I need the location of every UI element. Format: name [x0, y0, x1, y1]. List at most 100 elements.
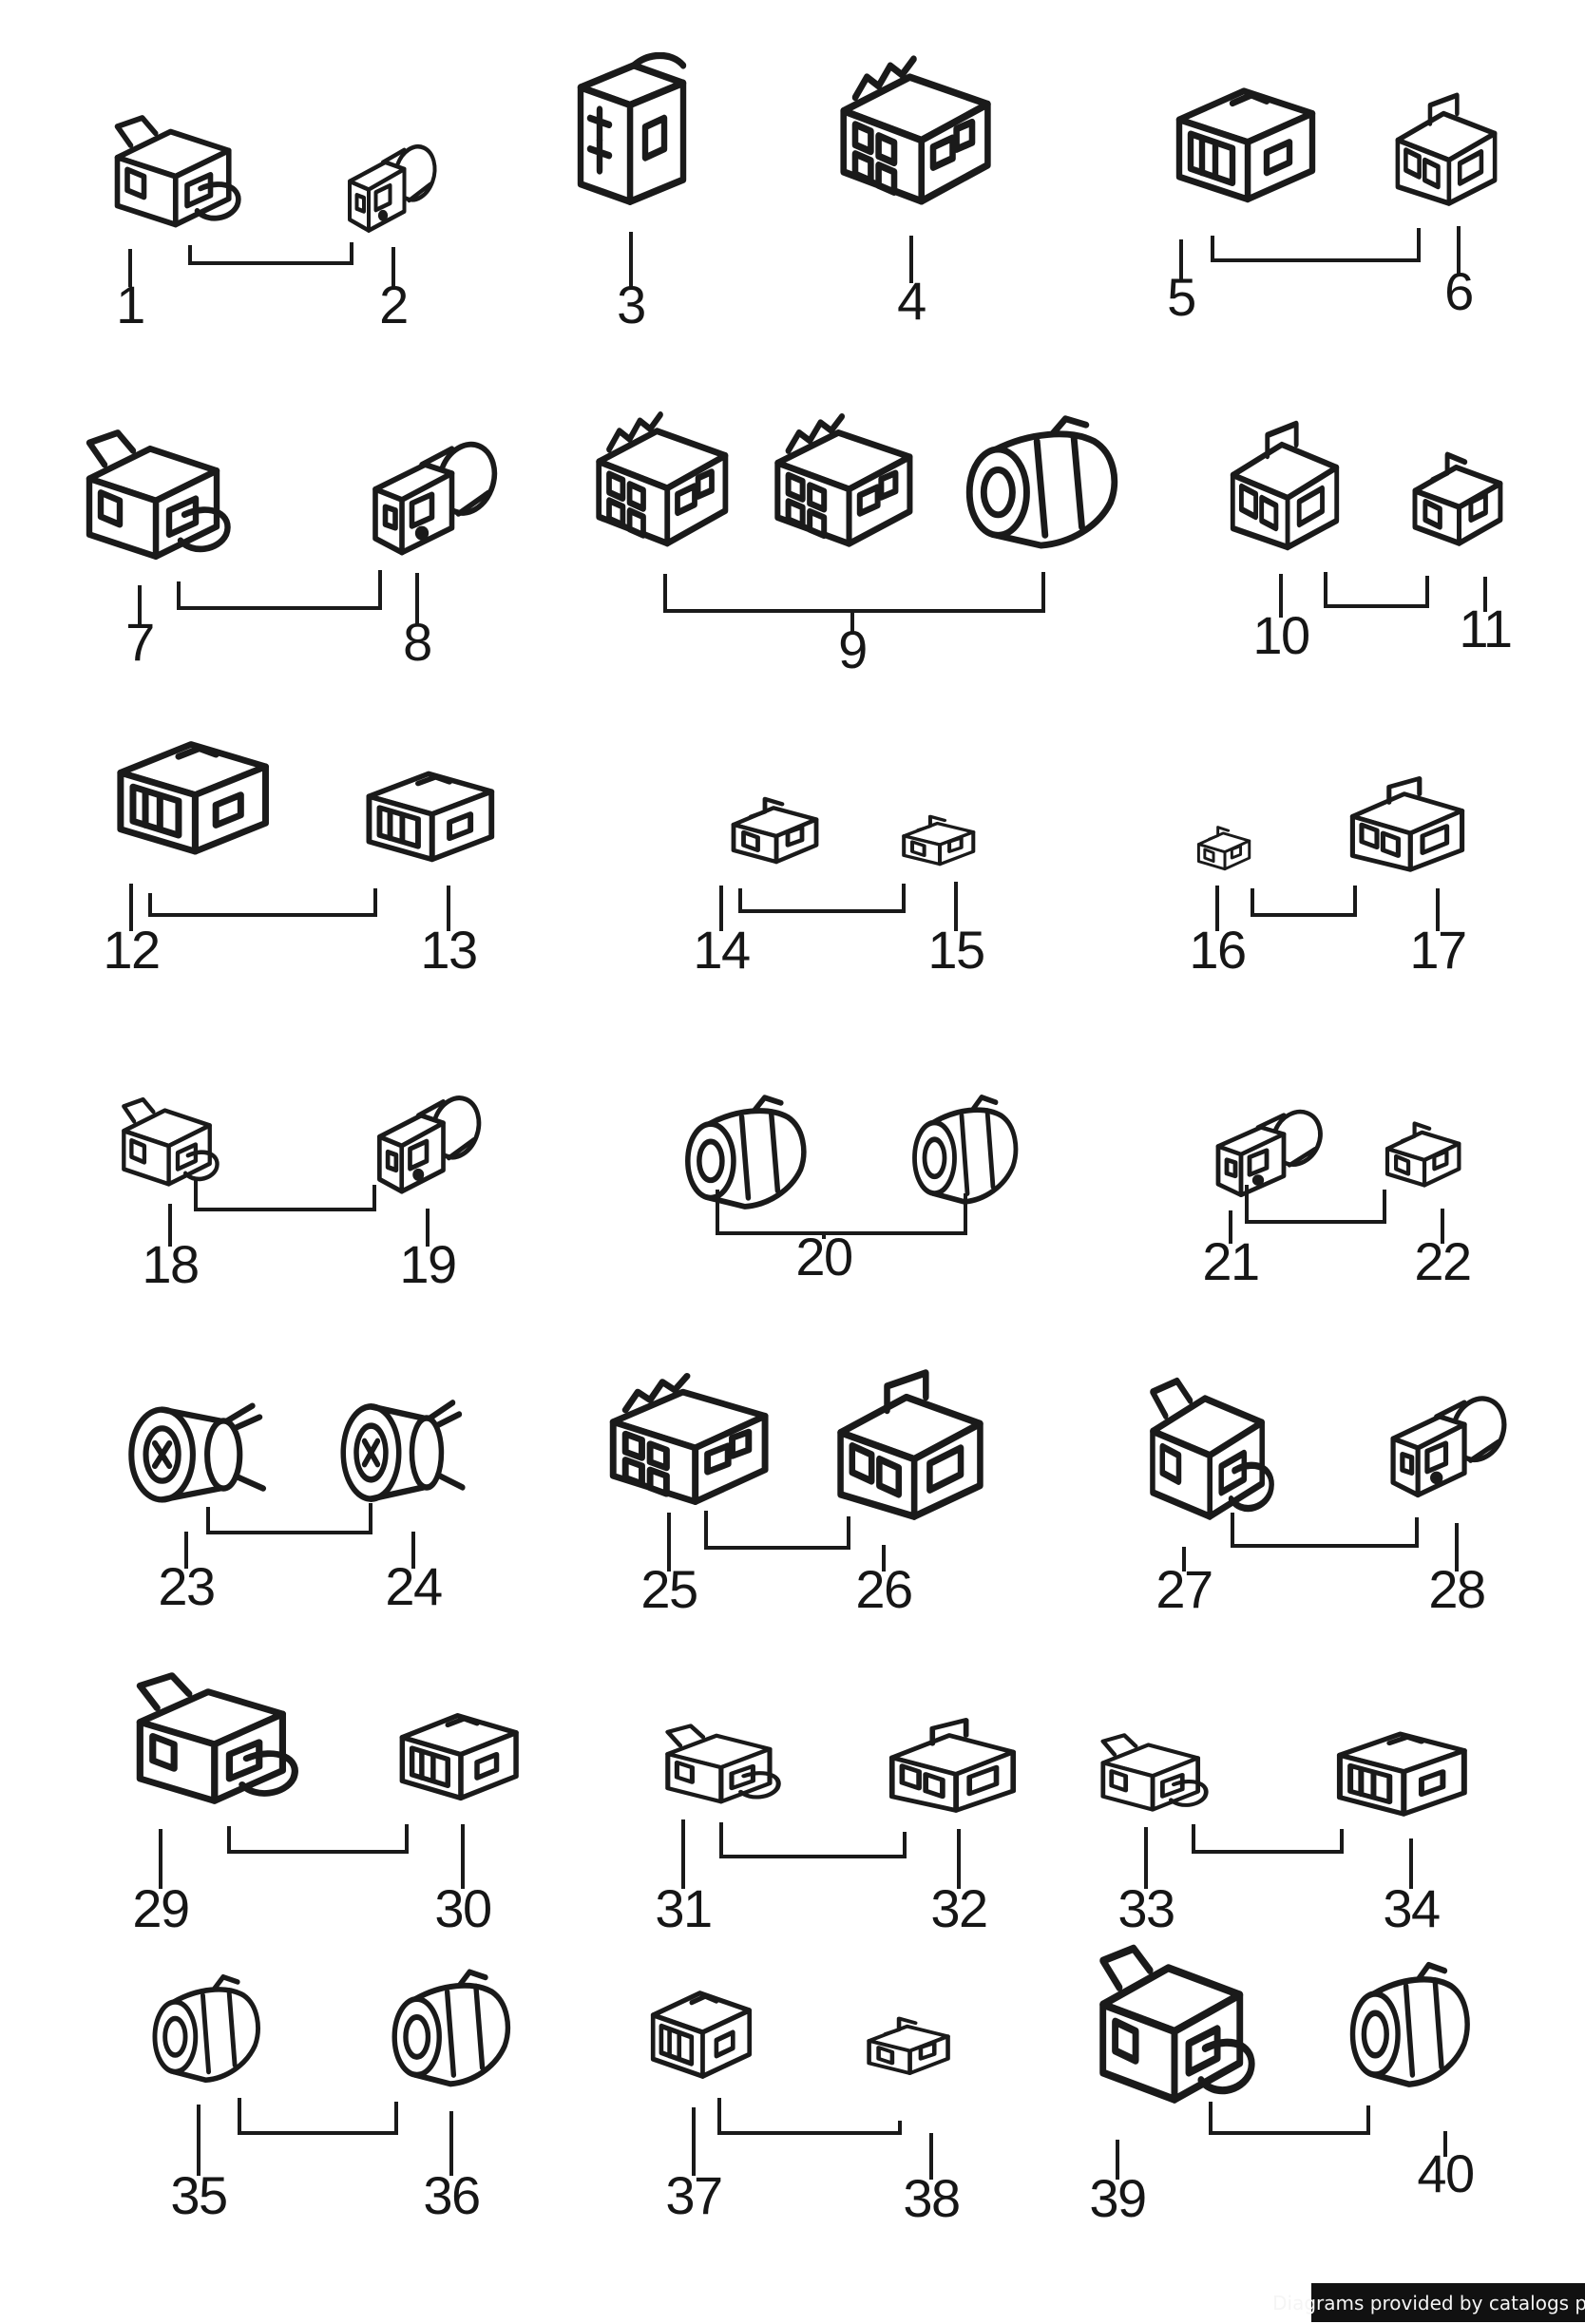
- part-2: 2: [350, 140, 442, 334]
- part-number: 11: [1459, 599, 1511, 658]
- latch-housing-icon: [89, 433, 228, 557]
- small-plug-icon: [904, 816, 973, 864]
- part-number: 37: [665, 2165, 721, 2225]
- cross-box-icon: [581, 55, 683, 201]
- part-4: 4: [844, 59, 988, 331]
- part-number: 6: [1444, 261, 1473, 321]
- part-number: 9: [838, 619, 867, 679]
- part-number: 34: [1383, 1878, 1440, 1938]
- round-plug-icon: [915, 1097, 1016, 1202]
- part-number: 20: [795, 1227, 851, 1286]
- housing-a-icon: [841, 1373, 981, 1516]
- part-17: 17: [1352, 778, 1467, 980]
- part-number: 23: [158, 1556, 214, 1616]
- part-16: 16: [1189, 826, 1251, 980]
- pair-bracket: [663, 572, 1045, 613]
- latch-housing-icon: [668, 1725, 778, 1801]
- part-number: 1: [116, 275, 144, 334]
- pair-bracket: [1324, 572, 1429, 608]
- part-29: 29: [132, 1676, 295, 1938]
- small-plug-icon: [1415, 455, 1500, 543]
- housing-a-icon: [1398, 95, 1495, 203]
- part-number: 2: [379, 275, 408, 334]
- part-38: 38: [869, 2018, 961, 2228]
- part-18: 18: [124, 1099, 217, 1294]
- latch-housing-icon: [1103, 1949, 1251, 2100]
- part-28: 28: [1393, 1391, 1513, 1619]
- part-number: 19: [399, 1234, 455, 1294]
- part-number: 10: [1252, 605, 1308, 665]
- multiblock-icon: [844, 59, 988, 201]
- pair-bracket: [1231, 1513, 1419, 1548]
- part-number: 28: [1428, 1559, 1484, 1619]
- part-number: 12: [103, 920, 159, 980]
- part-number: 36: [423, 2165, 479, 2225]
- part-13: 13: [369, 773, 491, 980]
- pair-bracket: [177, 570, 382, 610]
- latch-housing-icon: [1103, 1735, 1206, 1809]
- part-32: 32: [892, 1720, 1013, 1938]
- part-22: 22: [1387, 1124, 1472, 1291]
- part-31: 31: [655, 1725, 778, 1938]
- part-number: 30: [434, 1878, 490, 1938]
- part-14: 14: [693, 799, 816, 980]
- part-number: 39: [1089, 2168, 1145, 2228]
- small-plug-icon: [869, 2018, 948, 2073]
- part-number: 22: [1414, 1231, 1470, 1291]
- multiblock-icon: [777, 416, 909, 543]
- part-10: 10: [1232, 424, 1336, 665]
- part-12: 12: [103, 745, 265, 980]
- part-number: 5: [1167, 267, 1195, 327]
- pair-bracket: [717, 2098, 902, 2135]
- round-plug-icon: [394, 1972, 507, 2085]
- latch-housing-icon: [140, 1676, 295, 1801]
- part-21: 21: [1202, 1105, 1328, 1291]
- round-plug-icon: [1353, 1965, 1468, 2085]
- part-number: 16: [1189, 920, 1245, 980]
- socket-open-icon: [369, 773, 491, 859]
- part-number: 40: [1417, 2143, 1473, 2203]
- part-36: 36: [394, 1972, 507, 2225]
- housing-a-icon: [1352, 778, 1461, 869]
- part-number: 25: [640, 1559, 697, 1619]
- part-24: 24: [343, 1402, 463, 1616]
- housing-a-icon: [892, 1720, 1013, 1810]
- part-number: 7: [125, 612, 154, 672]
- part-23: 23: [131, 1406, 263, 1616]
- multiblock-icon: [613, 1376, 765, 1501]
- pair-bracket: [716, 1190, 967, 1235]
- socket-open-icon: [402, 1716, 516, 1799]
- plug-barrel-icon: [350, 140, 442, 231]
- pair-bracket: [1192, 1824, 1344, 1854]
- part-number: 33: [1117, 1878, 1174, 1938]
- round-plug-icon: [155, 1977, 258, 2081]
- plug-barrel-icon: [1393, 1391, 1513, 1495]
- latch-housing-icon: [118, 118, 239, 224]
- bulb-socket-icon: [131, 1406, 263, 1500]
- round-plug-icon: [688, 1097, 804, 1207]
- pair-bracket: [738, 884, 906, 913]
- part-9: 9: [599, 414, 1115, 679]
- multiblock-icon: [599, 414, 725, 543]
- pair-bracket: [227, 1824, 409, 1854]
- pair-bracket: [188, 242, 353, 265]
- part-30: 30: [402, 1716, 516, 1938]
- pair-bracket: [719, 1822, 907, 1858]
- socket-open-icon: [653, 1993, 750, 2076]
- small-plug-icon: [1196, 826, 1251, 871]
- pair-bracket: [1251, 886, 1357, 917]
- part-number: 29: [132, 1878, 188, 1938]
- housing-a-icon: [1232, 424, 1336, 547]
- bulb-socket-icon: [343, 1402, 463, 1498]
- part-number: 14: [693, 920, 750, 980]
- small-plug-icon: [1387, 1124, 1459, 1186]
- part-number: 21: [1202, 1231, 1258, 1291]
- latch-housing-icon: [124, 1099, 217, 1184]
- pair-bracket: [1245, 1185, 1386, 1224]
- latch-housing-icon: [1153, 1381, 1271, 1517]
- part-26: 26: [841, 1373, 981, 1619]
- part-25: 25: [613, 1376, 765, 1619]
- part-19: 19: [379, 1091, 487, 1294]
